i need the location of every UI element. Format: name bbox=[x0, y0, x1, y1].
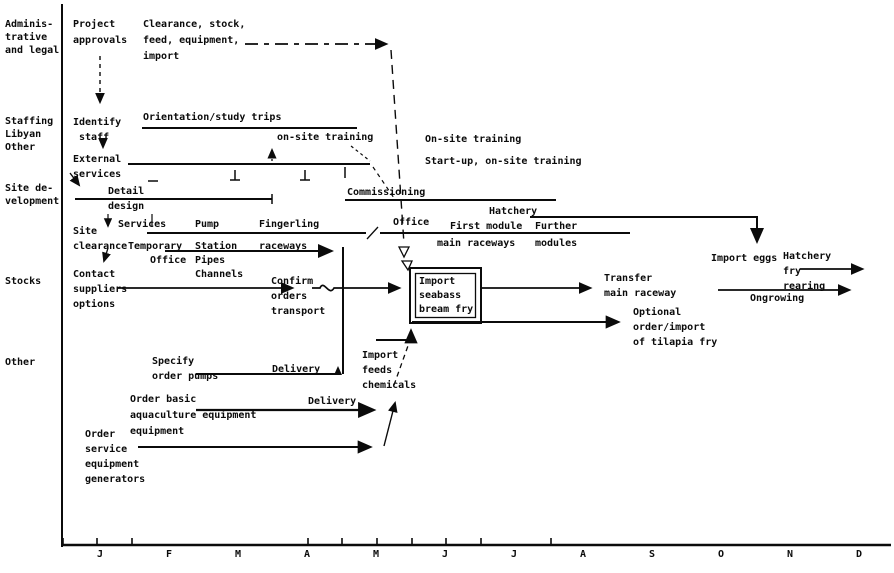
label-confirm-orders: Confirm orders transport bbox=[271, 276, 326, 317]
label-raceways: raceways bbox=[259, 241, 308, 252]
label-temporary: Temporary bbox=[128, 241, 183, 252]
time-axis bbox=[61, 4, 891, 547]
label-further: Further bbox=[535, 221, 578, 232]
label-pump: Pump bbox=[195, 219, 220, 230]
label-order-service-generators: Order service equipment generators bbox=[85, 429, 146, 485]
label-ongrowing: Ongrowing bbox=[750, 293, 805, 304]
category-stocks: Stocks bbox=[5, 276, 42, 287]
label-delivery-pumps: Delivery bbox=[272, 364, 321, 375]
label-modules: modules bbox=[535, 238, 578, 249]
site-development-lines bbox=[69, 172, 764, 374]
open-arrowhead-icon bbox=[397, 246, 411, 259]
label-first-module: First module bbox=[450, 221, 523, 232]
month-label: M bbox=[234, 549, 242, 560]
label-import-feeds-chemicals: Import feeds chemicals bbox=[362, 350, 417, 391]
month-label: A bbox=[303, 549, 311, 560]
label-specify: Specify bbox=[152, 356, 195, 367]
category-other: Other bbox=[5, 357, 36, 368]
label-external-services: External services bbox=[73, 154, 122, 180]
line-break-icon bbox=[366, 226, 379, 240]
month-label: O bbox=[717, 549, 725, 560]
milestone-tick-icon bbox=[300, 170, 310, 181]
label-services: Services bbox=[118, 219, 167, 230]
label-clearance-stock: Clearance, stock, feed, equipment, impor… bbox=[143, 19, 246, 62]
month-label: S bbox=[648, 549, 656, 560]
label-main-raceways: main raceways bbox=[437, 238, 516, 249]
label-identify-staff: Identify staff bbox=[73, 117, 122, 143]
milestone-tick-icon bbox=[230, 170, 240, 181]
stocks-lines bbox=[117, 263, 865, 329]
label-commissioning: Commissioning bbox=[347, 187, 426, 198]
label-site-clearance: Site clearance bbox=[73, 226, 128, 252]
label-pipes: Pipes bbox=[195, 255, 226, 266]
import-box-outline bbox=[409, 267, 482, 324]
admin-flow-lines bbox=[95, 38, 414, 272]
label-detail-design: Detail design bbox=[108, 186, 145, 212]
label-hatchery: Hatchery bbox=[489, 206, 538, 217]
label-import-eggs: Import eggs bbox=[711, 253, 778, 264]
staffing-lines bbox=[98, 127, 395, 199]
label-on-site-training-bar: on-site training bbox=[277, 132, 374, 143]
month-label: J bbox=[441, 549, 449, 560]
month-label: J bbox=[96, 549, 104, 560]
label-station: Station bbox=[195, 241, 238, 252]
label-contact-suppliers: Contact suppliers options bbox=[73, 269, 128, 310]
label-transfer-main-raceway: Transfer main raceway bbox=[604, 273, 677, 299]
label-delivery-equipment: Delivery bbox=[308, 396, 357, 407]
label-project-approvals: Project approvals bbox=[73, 19, 128, 46]
label-temporary-office: Office bbox=[150, 255, 187, 266]
other-flow-lines bbox=[102, 247, 418, 454]
category-staffing: Staffing Libyan Other bbox=[5, 116, 54, 153]
label-channels: Channels bbox=[195, 269, 244, 280]
month-label: M bbox=[372, 549, 380, 560]
month-label: A bbox=[579, 549, 587, 560]
label-startup-training: Start-up, on-site training bbox=[425, 156, 582, 167]
label-optional-tilapia: Optional order/import of tilapia fry bbox=[633, 307, 718, 348]
label-import-seabass-box: Import seabass bream fry bbox=[419, 276, 474, 315]
label-order-basic-equipment: Order basic aquaculture equipment equipm… bbox=[130, 394, 257, 437]
label-office-node: Office bbox=[393, 217, 430, 228]
label-fingerling: Fingerling bbox=[259, 219, 320, 230]
label-order-pumps: order pumps bbox=[152, 371, 219, 382]
import-box-inner-outline bbox=[414, 272, 477, 319]
label-orientation-study-trips: Orientation/study trips bbox=[143, 112, 282, 123]
category-administrative: Adminis- trative and legal bbox=[5, 19, 60, 56]
month-label: N bbox=[786, 549, 794, 560]
month-label: F bbox=[165, 549, 173, 560]
label-hatchery-fry-rearing: Hatchery fry rearing bbox=[783, 251, 832, 292]
corner-arrowhead-icon bbox=[334, 366, 342, 375]
month-label: J bbox=[510, 549, 518, 560]
month-label: D bbox=[855, 549, 863, 560]
label-on-site-training: On-site training bbox=[425, 134, 522, 145]
category-site-development: Site de- velopment bbox=[5, 183, 60, 207]
open-arrowhead-icon bbox=[400, 260, 414, 272]
